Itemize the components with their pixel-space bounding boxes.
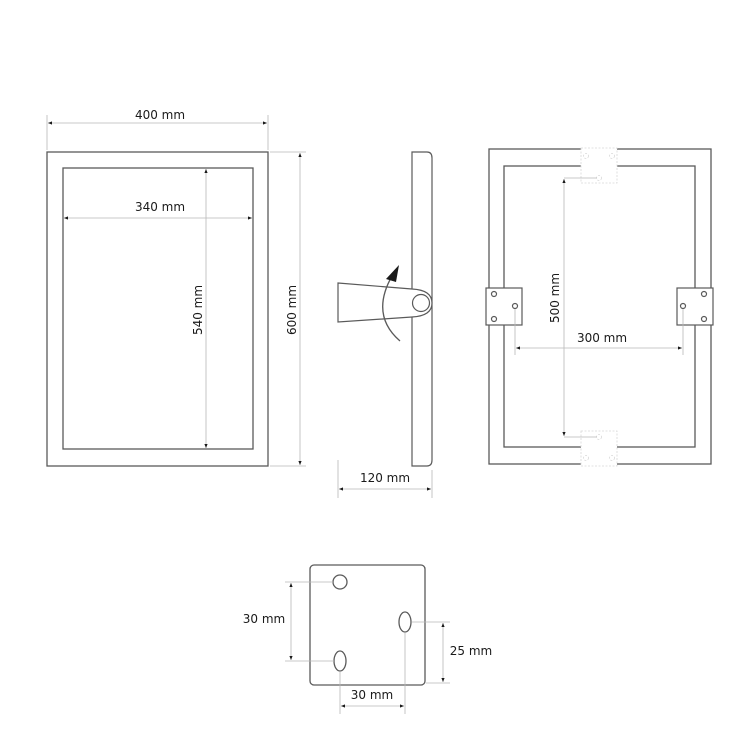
back-view: 500 mm 300 mm xyxy=(485,147,714,467)
right-bracket xyxy=(676,287,714,326)
hole-vertical-label: 30 mm xyxy=(243,612,285,626)
top-bracket xyxy=(580,147,618,184)
bracket-detail: 30 mm 25 mm 30 mm xyxy=(243,564,492,714)
height-label: 600 mm xyxy=(285,285,299,335)
mirror-inner-glass xyxy=(62,167,254,450)
bracket-plate xyxy=(309,564,426,686)
mounting-hole-round xyxy=(332,574,348,590)
inner-width-label: 340 mm xyxy=(135,200,185,214)
mounting-slot-left xyxy=(333,650,347,672)
mounting-slot-right xyxy=(398,611,412,633)
swivel-arm xyxy=(337,282,433,323)
hole-offset-label: 25 mm xyxy=(450,644,492,658)
front-view: 400 mm 340 mm 540 mm 600 mm xyxy=(46,108,306,467)
rotation-arrow-head xyxy=(386,265,399,282)
horizontal-spacing-label: 300 mm xyxy=(577,331,627,345)
pivot-circle xyxy=(411,293,431,313)
bottom-bracket xyxy=(580,430,618,467)
hole-horizontal-label: 30 mm xyxy=(351,688,393,702)
left-bracket xyxy=(485,287,523,326)
back-inner-frame xyxy=(503,165,696,448)
depth-label: 120 mm xyxy=(360,471,410,485)
rotation-arrow xyxy=(382,275,401,342)
inner-height-label: 540 mm xyxy=(191,285,205,335)
mirror-outer-frame xyxy=(46,151,269,467)
width-label: 400 mm xyxy=(135,108,185,122)
side-view: 120 mm xyxy=(337,151,433,498)
vertical-spacing-label: 500 mm xyxy=(548,273,562,323)
